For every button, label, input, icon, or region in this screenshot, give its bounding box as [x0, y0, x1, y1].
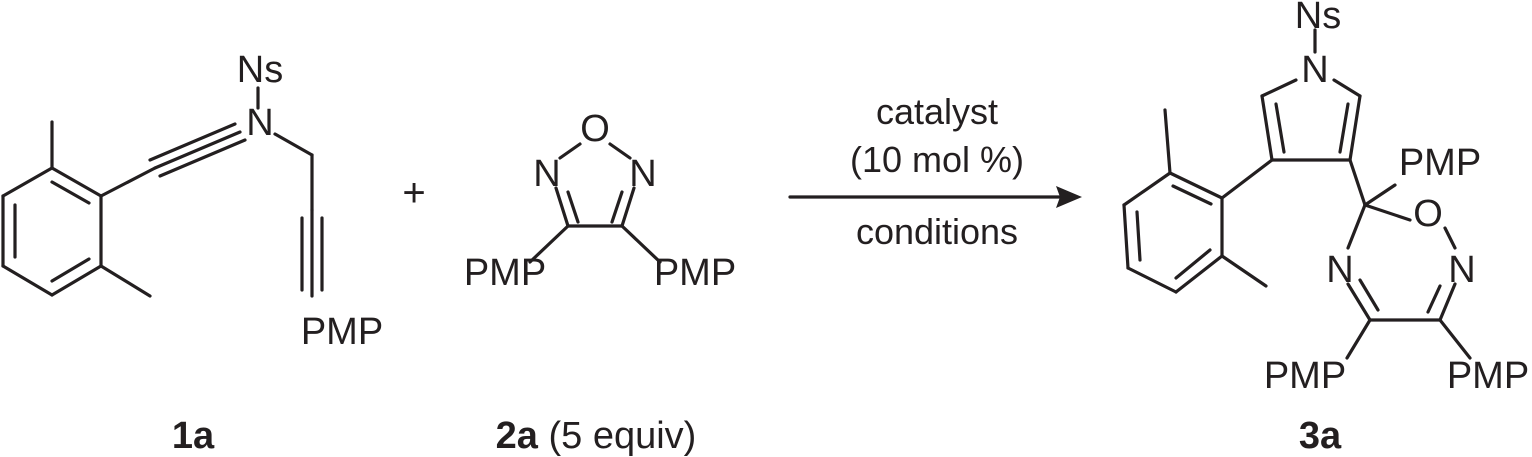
compound-2a-pmp-left: PMP	[464, 252, 546, 294]
compound-1a-benzene-ring	[1, 166, 103, 297]
compound-3a-ns-group: Ns	[1295, 0, 1341, 37]
compound-3a-benzene-ring	[1122, 171, 1224, 294]
compound-2a-oxygen: O	[580, 108, 610, 150]
compound-2a-pmp-right: PMP	[654, 252, 736, 294]
compound-3a-oxadiazine-ring	[1345, 183, 1472, 360]
compound-1a-methyl-bottom	[99, 264, 152, 298]
plus-operator: +	[402, 171, 425, 215]
compound-2a-nitrogen-left: N	[533, 153, 560, 195]
catalyst-loading-label: (10 mol %)	[850, 139, 1024, 180]
catalyst-label: catalyst	[876, 91, 998, 132]
compound-3a-pmp-left: PMP	[1264, 355, 1346, 397]
compound-3a-nitrogen-right: N	[1448, 249, 1475, 291]
compound-3a-pyrrole-ring	[1260, 28, 1362, 162]
compound-3a-label: 3a	[1299, 415, 1342, 457]
compound-3a-pmp-right: PMP	[1447, 355, 1529, 397]
compound-3a-id: 3a	[1299, 415, 1342, 457]
compound-2a-label: 2a (5 equiv)	[496, 415, 697, 457]
compound-2a-nitrogen-right: N	[629, 153, 656, 195]
compound-3a-pmp-top: PMP	[1399, 142, 1481, 184]
compound-2a-id: 2a	[496, 415, 539, 457]
compound-3a-nitrogen-left: N	[1326, 249, 1353, 291]
reaction-arrow	[788, 186, 1082, 208]
compound-3a-structure: Ns N PMP O N N PMP PMP	[1122, 0, 1529, 397]
compound-1a-nitrogen: N	[246, 102, 273, 144]
conditions-label: conditions	[856, 211, 1018, 252]
compound-3a-methyl-top	[1163, 108, 1172, 175]
compound-1a-pmp-group: PMP	[301, 311, 383, 353]
compound-3a-nitrogen-pyrrole: N	[1301, 49, 1328, 91]
compound-3a-oxygen: O	[1413, 193, 1443, 235]
compound-1a-id: 1a	[172, 415, 215, 457]
compound-1a-ns-group: Ns	[237, 49, 283, 91]
compound-1a-alkyne-propargyl	[300, 208, 324, 298]
compound-1a-label: 1a	[172, 415, 215, 457]
compound-1a-alkyne-aryl	[99, 122, 247, 198]
compound-3a-methyl-bottom	[1220, 254, 1268, 288]
compound-1a-structure: Ns N PMP	[1, 49, 383, 353]
compound-2a-extra: (5 equiv)	[538, 415, 696, 457]
compound-2a-structure: O N N PMP PMP	[464, 108, 736, 294]
